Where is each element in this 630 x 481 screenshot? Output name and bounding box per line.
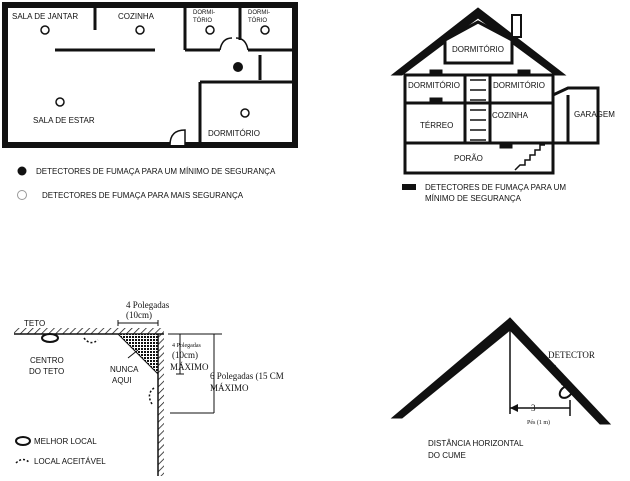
legend-extra-icon [17,190,27,200]
house-legend-line1: DETECTORES DE FUMAÇA PARA UM [425,183,566,192]
legend-minimum-icon [17,166,27,176]
dim-4in-top-line2: (10cm) [126,310,152,320]
peaked-roof-diagram [390,317,612,425]
house-labels: DORMITÓRIO DORMITÓRIO DORMITÓRIO TÉRREO … [408,45,615,163]
extra-detector-icon [40,25,50,35]
ceiling-legend: MELHOR LOCAL LOCAL ACEITÁVEL [15,436,106,466]
house-room-dormitorio-left: DORMITÓRIO [408,81,460,90]
house-room-porao: PORÃO [454,154,483,163]
dim-6in-line1: 6 Polegadas (15 CM [210,371,284,381]
distance-value: 3 [531,403,536,413]
ceiling-wall-diagram [14,320,222,476]
acceptable-location-icon [83,337,99,344]
minimum-detector-icon [429,69,443,76]
legend-minimum-text: DETECTORES DE FUMAÇA PARA UM MÍNIMO DE S… [36,167,276,176]
ceiling-wall-labels: TETO CENTRO DO TETO NUNCA AQUI 4 Polegad… [24,300,284,393]
label-centro-line1: CENTRO [30,356,64,365]
roof-caption-line1: DISTÂNCIA HORIZONTAL [428,439,524,448]
dim-4in-top-line1: 4 Polegadas [126,300,170,310]
room-dormitorio-1-line1: DORMI- [193,10,215,16]
minimum-detector-icon [499,142,513,149]
distance-unit: Pés (1 m) [527,419,550,426]
minimum-detector-icon [429,97,443,104]
roof-detector-icon [558,385,574,399]
extra-detector-icon [135,25,145,35]
room-dormitorio-1-line2: TÓRIO [193,17,212,24]
extra-detector-icon [55,97,65,107]
house-legend-icon [402,184,416,190]
legend-extra-text: DETECTORES DE FUMAÇA PARA MAIS SEGURANÇA [42,191,244,200]
house-room-dormitorio-right: DORMITÓRIO [493,81,545,90]
house-room-garagem: GARAGEM [574,110,615,119]
label-teto: TETO [24,319,45,328]
legend-best-icon [15,436,31,446]
house-room-cozinha: COZINHA [492,111,529,120]
house-room-terreo: TÉRREO [420,121,453,130]
room-cozinha: COZINHA [118,12,155,21]
room-sala-estar: SALA DE ESTAR [33,116,95,125]
minimum-detector-icon [517,69,531,76]
label-detector: DETECTOR [548,350,595,360]
extra-detector-icon [260,25,270,35]
room-dormitorio-2-line1: DORMI- [248,10,270,16]
house-section [390,7,600,175]
acceptable-location-icon [148,387,155,405]
floor-plan-labels: SALA DE JANTAR COZINHA DORMI- TÓRIO DORM… [12,10,270,138]
dim-4in-side-line1: 4 Polegadas [172,343,201,349]
house-room-dormitorio-top: DORMITÓRIO [452,45,504,54]
minimum-detector-icon [233,62,243,72]
label-nunca-line1: NUNCA [110,365,139,374]
floor-plan [2,2,298,148]
ceiling [14,328,164,334]
room-sala-jantar: SALA DE JANTAR [12,12,78,21]
floor-plan-outer-wall [2,2,298,148]
dim-6in-line2: MÁXIMO [210,383,249,393]
legend-acceptable-text: LOCAL ACEITÁVEL [34,457,106,466]
room-dormitorio-3: DORMITÓRIO [208,129,260,138]
dim-4in-side-line2: (10cm) [172,350,198,360]
dim-4in-side-line3: MÁXIMO [170,362,209,372]
room-dormitorio-2-line2: TÓRIO [248,17,267,24]
roof-rafters [390,317,612,425]
legend-best-text: MELHOR LOCAL [34,437,97,446]
house-legend-line2: MÍNIMO DE SEGURANÇA [425,194,522,203]
wall [158,334,164,476]
floor-plan-legend: DETECTORES DE FUMAÇA PARA UM MÍNIMO DE S… [17,166,276,200]
house-legend: DETECTORES DE FUMAÇA PARA UM MÍNIMO DE S… [402,183,566,203]
label-centro-line2: DO TETO [29,367,64,376]
roof-caption-line2: DO CUME [428,451,466,460]
legend-acceptable-icon [15,458,31,464]
extra-detector-icon [240,108,250,118]
extra-detector-icon [205,25,215,35]
chimney [511,14,522,38]
best-location-icon [41,333,59,343]
peaked-roof-labels: DETECTOR 3 Pés (1 m) DISTÂNCIA HORIZONTA… [428,350,595,460]
label-nunca-line2: AQUI [112,376,132,385]
dead-air-zone [116,333,159,376]
